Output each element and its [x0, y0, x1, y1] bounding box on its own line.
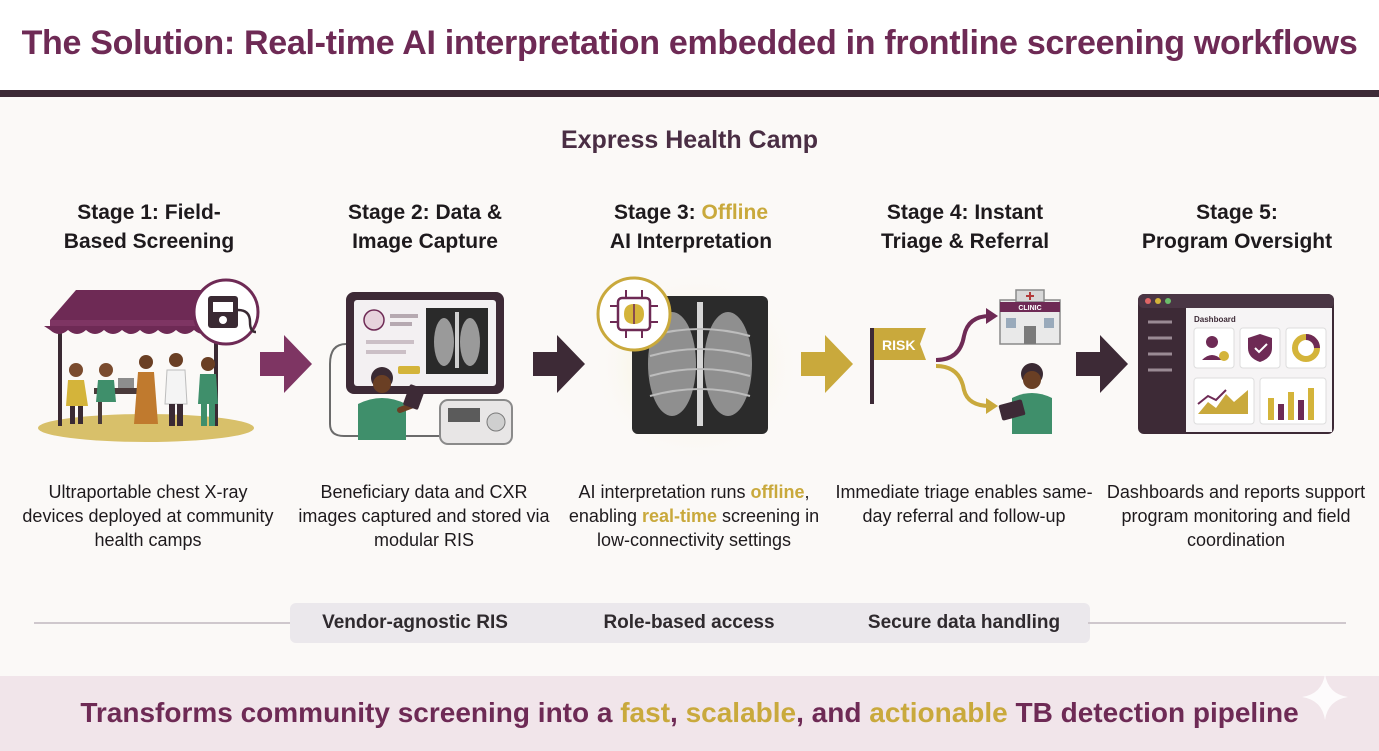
feature-line-right — [1088, 622, 1346, 624]
stage-1-description: Ultraportable chest X-ray devices deploy… — [22, 482, 274, 550]
stage-3-heading-highlight: Offline — [701, 201, 769, 224]
doctor-figure — [164, 353, 188, 426]
stage-5-heading-line2: Program Oversight — [1141, 230, 1333, 253]
footer-actionable: actionable — [869, 697, 1008, 728]
footer-tagline: Transforms community screening into a fa… — [0, 697, 1379, 729]
data-capture-illustration — [329, 292, 513, 445]
nurse-figure — [198, 357, 218, 426]
stage-3-desc-realtime: real-time — [641, 506, 718, 526]
stage-4-heading: Stage 4: Instant Triage & Referral — [840, 198, 1090, 256]
stage-4-heading-line1: Stage 4: Instant — [886, 201, 1044, 224]
footer-fast: fast — [620, 697, 671, 728]
feature-role-based-access: Role-based access — [603, 612, 775, 633]
clinic-label: CLINIC — [1018, 305, 1041, 312]
dashboard-illustration: Dashboard — [1138, 294, 1334, 434]
sparkle-icon — [1302, 674, 1348, 720]
stage-2-heading-line1: Stage 2: Data & — [347, 201, 503, 224]
stage-4-description: Immediate triage enables same-day referr… — [835, 482, 1093, 526]
feature-band — [290, 603, 1090, 643]
arrow-stage-3-to-4 — [801, 335, 853, 393]
stage-2-heading-line2: Image Capture — [352, 230, 498, 253]
page-title: The Solution: Real-time AI interpretatio… — [21, 24, 1358, 62]
portable-xray-unit — [439, 399, 513, 445]
risk-flag-label: RISK — [882, 337, 915, 353]
stage-3-desc-e: screening in low-connectivity settings — [596, 506, 820, 550]
stage-3-desc-a: AI interpretation runs — [578, 482, 751, 502]
technician-figure — [358, 367, 425, 440]
stage-2-heading: Stage 2: Data & Image Capture — [300, 198, 550, 256]
person-seated-1 — [66, 363, 88, 424]
person-standing-sari — [134, 355, 158, 424]
title-divider — [0, 90, 1379, 97]
arrow-stage-4-to-5 — [1076, 335, 1128, 393]
camp-title: Express Health Camp — [560, 126, 819, 154]
stage-3-heading-prefix: Stage 3: — [613, 201, 702, 224]
nurse-with-tablet — [998, 363, 1052, 434]
stage-1-heading-line1: Stage 1: Field- — [77, 201, 221, 224]
stage-3-desc-c: , enabling — [568, 482, 810, 526]
stage-4-heading-line2: Triage & Referral — [880, 230, 1050, 253]
footer-scalable: scalable — [685, 697, 797, 728]
stage-3-heading: Stage 3: Offline AI Interpretation — [566, 198, 816, 256]
stage-3-desc-offline: offline — [750, 482, 805, 502]
stage-3-description: AI interpretation runs offline, enabling… — [564, 480, 824, 552]
feature-line-left — [34, 622, 294, 624]
footer-sep2: , and — [796, 697, 870, 728]
ai-interpretation-illustration — [592, 270, 800, 462]
stage-1-heading-line2: Based Screening — [63, 230, 235, 253]
stage-3-heading-line2: AI Interpretation — [609, 230, 773, 253]
health-camp-illustration — [38, 278, 260, 442]
stage-3-heading-line1: Stage 3: Offline — [566, 198, 816, 227]
ai-brain-icon — [596, 276, 672, 352]
feature-vendor-agnostic-ris: Vendor-agnostic RIS — [322, 612, 508, 633]
triage-referral-illustration: RISK CLINIC — [870, 289, 1061, 434]
feature-secure-data-handling: Secure data handling — [867, 612, 1061, 633]
stage-2-description: Beneficiary data and CXR images captured… — [298, 482, 550, 550]
footer-sep1: , — [670, 697, 686, 728]
stage-1-heading: Stage 1: Field- Based Screening — [24, 198, 274, 256]
header — [0, 0, 1379, 92]
person-seated-2 — [96, 363, 116, 402]
arrow-stage-1-to-2 — [260, 335, 312, 393]
stage-5-description: Dashboards and reports support program m… — [1106, 482, 1366, 550]
dashboard-title: Dashboard — [1194, 315, 1236, 324]
clinic-building-icon: CLINIC — [999, 289, 1061, 345]
footer-part1: Transforms community screening into a — [80, 697, 621, 728]
arrow-stage-2-to-3 — [533, 335, 585, 393]
footer-part2: TB detection pipeline — [1007, 697, 1299, 728]
stage-5-heading: Stage 5: Program Oversight — [1112, 198, 1362, 256]
footer-band — [0, 676, 1379, 751]
stage-5-heading-line1: Stage 5: — [1196, 201, 1278, 224]
xray-device-badge — [192, 278, 260, 346]
